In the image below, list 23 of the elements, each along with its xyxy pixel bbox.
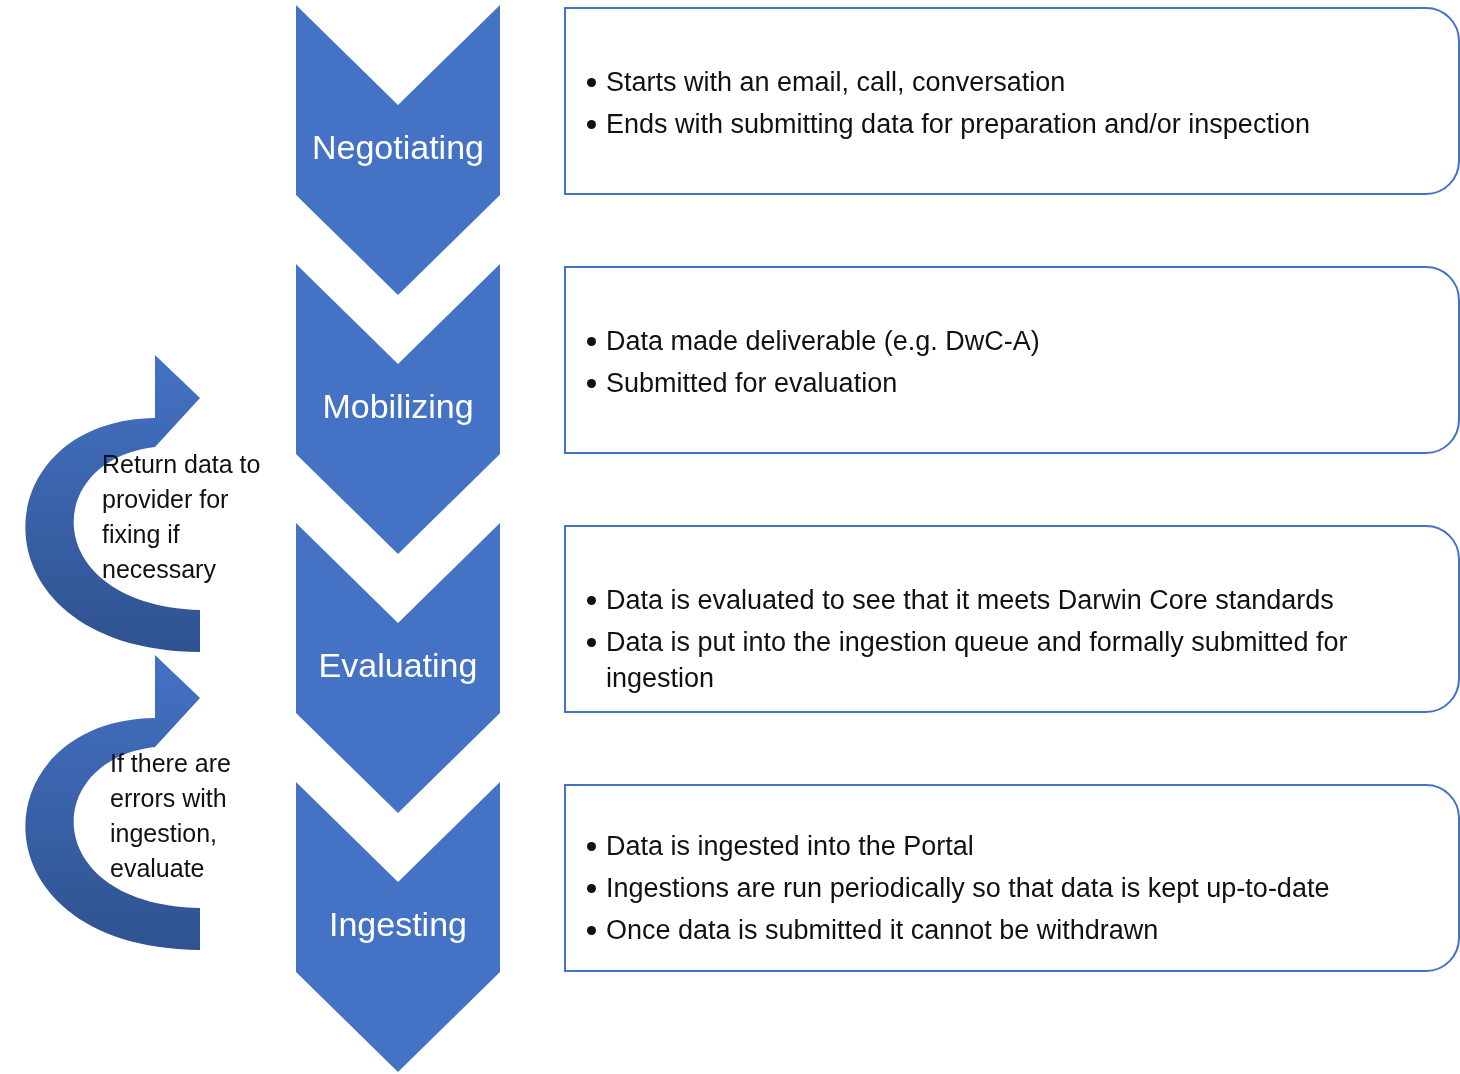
feedback-note: Return data to provider for fixing if necessary [102,449,262,585]
bullet-text: Starts with an email, call, conversation [606,66,1067,99]
step-label: Negotiating [311,127,485,167]
bullet-text: Submitted for evaluation [606,367,899,400]
bullet-text: Data is put into the ingestion queue and formally submitted for ingestion [606,626,1349,695]
description-box [564,266,1460,454]
bullet-text: Once data is submitted it cannot be withdrawn [606,914,1160,947]
bullet-text: Data made deliverable (e.g. DwC-A) [606,325,1041,358]
description-box [564,7,1460,195]
bullet-text: Data is ingested into the Portal [606,830,975,863]
chevron-step [296,523,500,815]
bullet-text: Data is evaluated to see that it meets Darwin Core standards [606,584,1335,617]
bullet-text: Ends with submitting data for preparation and/or inspection [606,108,1311,141]
chevron-step [296,5,500,297]
step-label: Mobilizing [321,386,475,426]
chevron-step [296,264,500,556]
feedback-note: If there are errors with ingestion, evaluate [110,748,232,884]
step-label: Ingesting [328,904,468,944]
chevron-step [296,782,500,1074]
bullet-text: Ingestions are run periodically so that data is kept up-to-date [606,872,1331,905]
description-box [564,525,1460,713]
description-box [564,784,1460,972]
step-label: Evaluating [317,645,479,685]
